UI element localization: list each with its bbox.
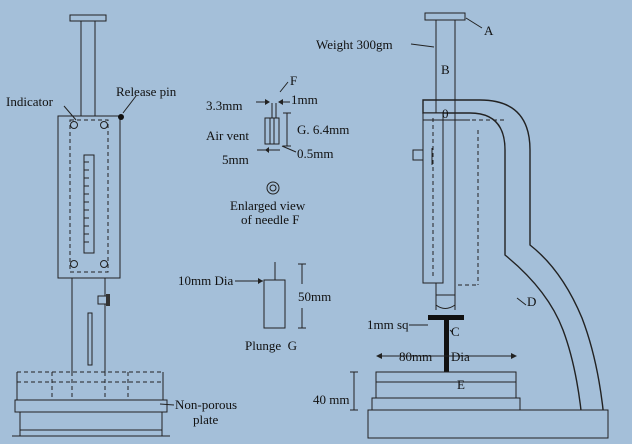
needle-detail: F 3.3mm 1mm Air vent G. 6.4mm 5mm 0.5mm … bbox=[206, 73, 349, 227]
plunger-body bbox=[263, 279, 286, 329]
leader-c bbox=[449, 329, 453, 333]
side-square-head bbox=[428, 315, 464, 320]
needle-f-leader bbox=[279, 81, 289, 93]
letter-c-label: C bbox=[451, 324, 460, 339]
enlarged-needle-icon bbox=[266, 181, 280, 195]
letter-b-label: B bbox=[441, 62, 450, 77]
screw-icon bbox=[70, 260, 78, 268]
screw-icon bbox=[100, 121, 108, 129]
side-mould bbox=[375, 371, 517, 399]
needle-tip-label: 1mm bbox=[291, 92, 318, 107]
leader-weight bbox=[410, 43, 435, 48]
scale-ticks bbox=[84, 161, 89, 243]
front-scale bbox=[83, 154, 95, 254]
needle-body bbox=[264, 117, 280, 145]
release-pin-label: Release pin bbox=[116, 84, 177, 99]
front-top-cap bbox=[69, 14, 107, 22]
front-needle bbox=[87, 312, 93, 366]
side-knob bbox=[412, 149, 424, 161]
front-rod bbox=[80, 20, 96, 117]
front-frame-inner bbox=[69, 119, 109, 273]
release-pin-leader bbox=[122, 95, 137, 114]
front-knob-head bbox=[106, 294, 110, 306]
front-view: Indicator Release pin Non-porous plate bbox=[6, 14, 237, 437]
needle-gap-label: 0.5mm bbox=[297, 146, 333, 161]
side-needle bbox=[444, 320, 449, 372]
leader-d bbox=[516, 297, 527, 306]
non-porous-leader bbox=[159, 403, 175, 406]
plunger-length-label: 50mm bbox=[298, 289, 331, 304]
square-label: 1mm sq bbox=[367, 317, 409, 332]
non-porous-label: Non-porous bbox=[175, 397, 237, 412]
front-base bbox=[19, 411, 163, 431]
side-plate bbox=[371, 397, 521, 411]
indicator-leader bbox=[63, 105, 77, 121]
weight-label: Weight 300gm bbox=[316, 37, 393, 52]
screw-icon bbox=[100, 260, 108, 268]
air-vent-label: Air vent bbox=[206, 128, 249, 143]
mould-dia-value-label: 80mm bbox=[399, 349, 432, 364]
zero-mark-label: 0 bbox=[442, 106, 449, 121]
needle-width-label: 3.3mm bbox=[206, 98, 242, 113]
letter-d-label: D bbox=[527, 294, 536, 309]
enlarged-view-label: Enlarged view bbox=[230, 198, 306, 213]
letter-e-label: E bbox=[457, 377, 465, 392]
screw-icon bbox=[70, 121, 78, 129]
needle-f-label: F bbox=[290, 73, 297, 88]
needle-body-label: 5mm bbox=[222, 152, 249, 167]
plunger-dia-label: 10mm Dia bbox=[178, 273, 233, 288]
needle-height-label: G. 6.4mm bbox=[297, 122, 349, 137]
non-porous-label-2: plate bbox=[193, 412, 218, 427]
front-plate bbox=[14, 399, 168, 413]
side-plunger-bulb bbox=[435, 294, 456, 309]
plunger-name-label: Plunge G bbox=[245, 338, 297, 353]
indicator-label: Indicator bbox=[6, 94, 54, 109]
letter-a-label: A bbox=[484, 23, 494, 38]
mould-dia-word-label: Dia bbox=[451, 349, 470, 364]
plunger-detail: 10mm Dia 50mm Plunge G bbox=[178, 262, 331, 353]
release-pin-dot bbox=[118, 114, 124, 120]
side-top-cap bbox=[424, 12, 466, 21]
enlarged-view-label-2: of needle F bbox=[241, 212, 299, 227]
side-base bbox=[367, 409, 609, 439]
mould-height-label: 40 mm bbox=[313, 392, 349, 407]
leader-a bbox=[465, 17, 483, 29]
front-knob bbox=[97, 295, 108, 305]
side-view: A Weight 300gm B 0 D 1mm sq C 80mm Dia E… bbox=[313, 12, 609, 439]
